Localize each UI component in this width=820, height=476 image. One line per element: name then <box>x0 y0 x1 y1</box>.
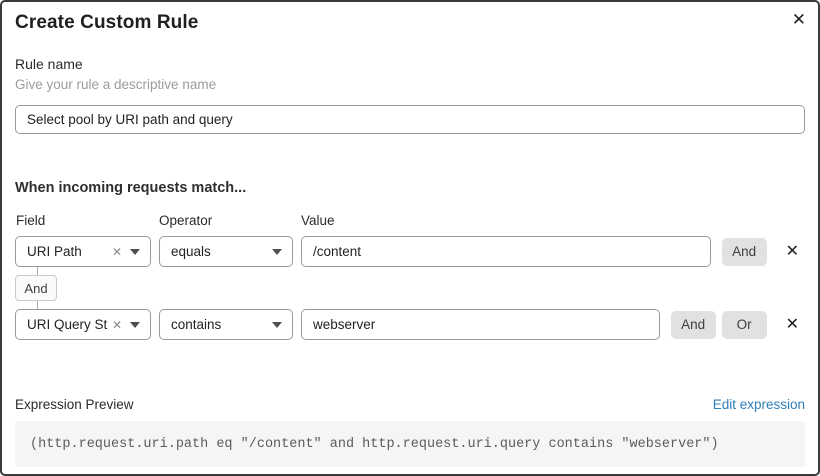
connector-line-bottom <box>37 301 38 309</box>
match-row-1: URI Path ✕ equals And ✕ <box>15 236 805 267</box>
value-input-row2[interactable] <box>301 309 660 340</box>
operator-select-row1-value: equals <box>171 244 211 259</box>
chevron-down-icon[interactable] <box>272 321 282 328</box>
connector-and-badge: And <box>15 275 57 301</box>
value-column-label: Value <box>301 213 335 228</box>
row-connector: And <box>15 267 805 309</box>
match-row-2: URI Query St... ✕ contains And Or ✕ <box>15 309 805 340</box>
field-select-row1[interactable]: URI Path ✕ <box>15 236 151 267</box>
remove-row-icon[interactable]: ✕ <box>785 242 799 260</box>
clear-field-icon[interactable]: ✕ <box>111 244 122 259</box>
close-icon[interactable]: ✕ <box>791 10 806 29</box>
rule-name-input[interactable] <box>15 105 805 134</box>
operator-select-row2[interactable]: contains <box>159 309 293 340</box>
and-button-row1[interactable]: And <box>721 237 767 266</box>
value-input-row1[interactable] <box>301 236 711 267</box>
expression-preview-header: Expression Preview Edit expression <box>15 397 805 412</box>
clear-field-icon[interactable]: ✕ <box>111 317 122 332</box>
rule-name-label: Rule name <box>15 56 83 72</box>
rule-name-helper: Give your rule a descriptive name <box>15 77 217 92</box>
operator-column-label: Operator <box>159 213 213 228</box>
chevron-down-icon[interactable] <box>130 248 140 255</box>
chevron-down-icon[interactable] <box>272 248 282 255</box>
column-labels: Field Operator Value <box>15 213 805 228</box>
operator-select-row1[interactable]: equals <box>159 236 293 267</box>
field-select-row2[interactable]: URI Query St... ✕ <box>15 309 151 340</box>
operator-select-row2-value: contains <box>171 317 222 332</box>
remove-row-icon[interactable]: ✕ <box>785 315 799 333</box>
edit-expression-link[interactable]: Edit expression <box>712 397 805 412</box>
expression-preview-label: Expression Preview <box>15 397 134 412</box>
match-heading: When incoming requests match... <box>15 180 247 196</box>
field-select-row2-value: URI Query St... <box>27 317 108 332</box>
expression-code-block: (http.request.uri.path eq "/content" and… <box>15 421 805 467</box>
or-button-row2[interactable]: Or <box>721 310 767 339</box>
chevron-down-icon[interactable] <box>130 321 140 328</box>
field-select-row1-value: URI Path <box>27 244 82 259</box>
dialog-title: Create Custom Rule <box>15 12 199 33</box>
expression-code: (http.request.uri.path eq "/content" and… <box>30 436 719 452</box>
connector-line-top <box>37 267 38 275</box>
and-button-row2[interactable]: And <box>670 310 716 339</box>
field-column-label: Field <box>16 213 46 228</box>
